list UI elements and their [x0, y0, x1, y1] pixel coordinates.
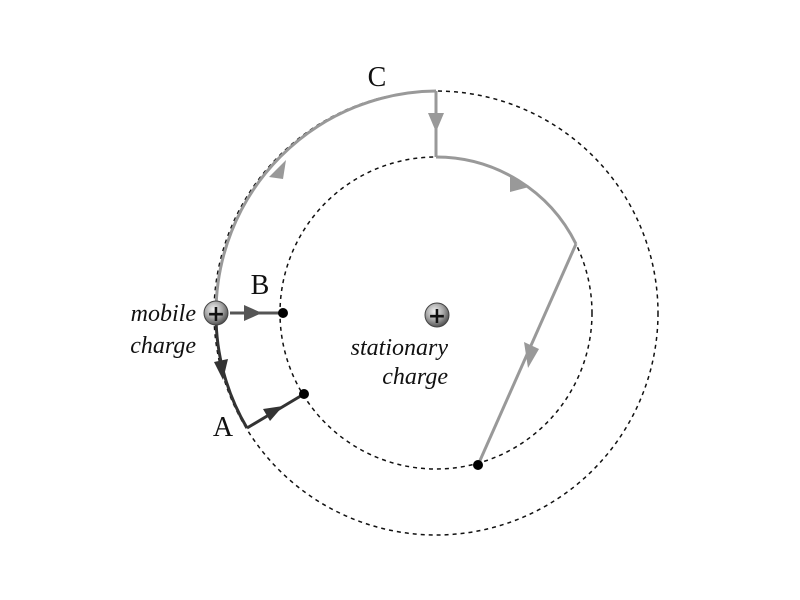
path-via-c	[214, 89, 578, 466]
arrow-a-arc-icon	[214, 359, 228, 380]
label-point-c: C	[368, 62, 387, 93]
label-mobile-line2: charge	[130, 333, 196, 359]
mobile-charge-sphere	[203, 300, 229, 326]
label-point-b: B	[251, 270, 270, 301]
mobile-charge-plus-icon: +	[207, 302, 225, 327]
arrow-b-segment-icon	[244, 305, 262, 321]
path-c-outer-arc	[214, 89, 437, 314]
arrow-radial-drop-icon	[428, 113, 444, 132]
mobile-charge: +	[203, 300, 229, 327]
arrow-a-segment-icon	[263, 406, 283, 421]
path-to-b	[230, 305, 283, 321]
label-mobile-line1: mobile	[131, 301, 197, 327]
stationary-charge-sphere	[424, 302, 450, 328]
endpoint-a-dot	[299, 389, 309, 399]
label-point-a: A	[213, 412, 234, 443]
endpoint-c-dot	[473, 460, 483, 470]
arrow-chord-icon	[524, 342, 539, 368]
arrow-outer-arc-icon	[269, 160, 286, 179]
stationary-charge-plus-icon: +	[428, 304, 446, 329]
stationary-charge: +	[424, 302, 450, 329]
label-stationary-line1: stationary	[351, 335, 449, 361]
endpoint-b-dot	[278, 308, 288, 318]
arrow-inner-arc-icon	[510, 176, 529, 192]
path-via-a	[214, 312, 305, 430]
path-c-inner-arc	[435, 155, 578, 245]
label-stationary-line2: charge	[382, 364, 448, 390]
